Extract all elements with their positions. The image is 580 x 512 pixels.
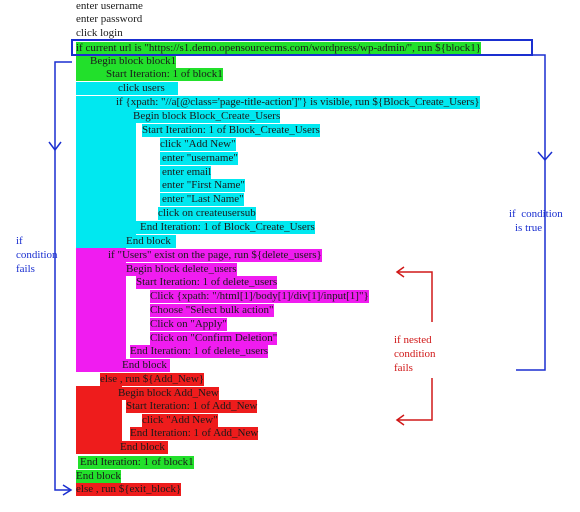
step-click-add-new: click "Add New" [160,138,236,151]
nested-fails-bracket [398,271,433,322]
step-enter-password: enter password [76,13,143,25]
nested-fails-head-top-icon [395,266,405,278]
begin-block1: Begin block block1 [76,55,177,68]
start-iteration-block1: Start Iteration: 1 of block1 [76,68,223,81]
end-iteration-create-users: End Iteration: 1 of Block_Create_Users [136,221,315,234]
begin-block-add-new: Begin block Add_New [118,387,219,400]
cyan-condition: if {xpath: "//a[@class='page-title-actio… [116,96,480,109]
fails-branch-chevron-icon [48,141,62,152]
end-block-delete-users: End block [76,359,170,372]
step-click-apply: Click on "Apply" [150,318,227,331]
else-add-new: else , run ${Add_New} [100,373,205,386]
start-iteration-add-new: Start Iteration: 1 of Add_New [126,400,258,413]
step-enter-last-name: enter "Last Name" [160,193,244,206]
step-enter-first-name: enter "First Name" [160,179,245,192]
step-click-confirm-deletion: Click on "Confirm Deletion" [150,332,278,345]
step-click-xpath-input: Click {xpath: "/html[1]/body[1]/div[1]/i… [150,290,369,303]
step-click-login: click login [76,27,123,39]
step-enter-username-field: enter "username" [160,152,238,165]
step-click-add-new-red: click "Add New" [142,414,218,427]
end-block1: End block [76,470,121,483]
outer-condition: if current url is "https://s1.demo.opens… [76,42,482,55]
else-exit-block: else , run ${exit_block} [76,483,182,496]
magenta-block-background [76,248,126,372]
click-users: click users [76,82,178,95]
nested-fails-head-bottom-icon [395,414,405,426]
end-block-create-users: End block [76,235,176,248]
true-branch-chevron-icon [537,151,553,162]
nested-fails-bracket-bottom [398,378,433,421]
end-iteration-block1: End Iteration: 1 of block1 [78,456,194,469]
note-if-nested-condition-fails: if nested condition fails [394,334,436,374]
begin-block-delete-users: Begin block delete_users [126,263,237,276]
note-if-condition-true: if condition is true [509,208,563,234]
step-choose-bulk-action: Choose "Select bulk action" [150,304,274,317]
begin-block-create-users: Begin block Block_Create_Users [133,110,281,123]
start-iteration-create-users: Start Iteration: 1 of Block_Create_Users [142,124,320,137]
magenta-condition: if "Users" exist on the page, run ${dele… [76,249,322,262]
fails-branch-arrow [54,61,72,491]
end-iteration-delete-users: End Iteration: 1 of delete_users [130,345,269,358]
end-iteration-add-new: End Iteration: 1 of Add_New [130,427,259,440]
cyan-block-background [76,96,136,248]
step-click-createusersub: click on createusersub [158,207,256,220]
end-block-add-new: End block [76,441,168,454]
step-enter-username: enter username [76,0,143,12]
start-iteration-delete-users: Start Iteration: 1 of delete_users [136,276,278,289]
fails-branch-head-icon [62,484,73,496]
step-enter-email: enter email [160,166,212,179]
note-if-condition-fails: if condition fails [16,235,58,275]
